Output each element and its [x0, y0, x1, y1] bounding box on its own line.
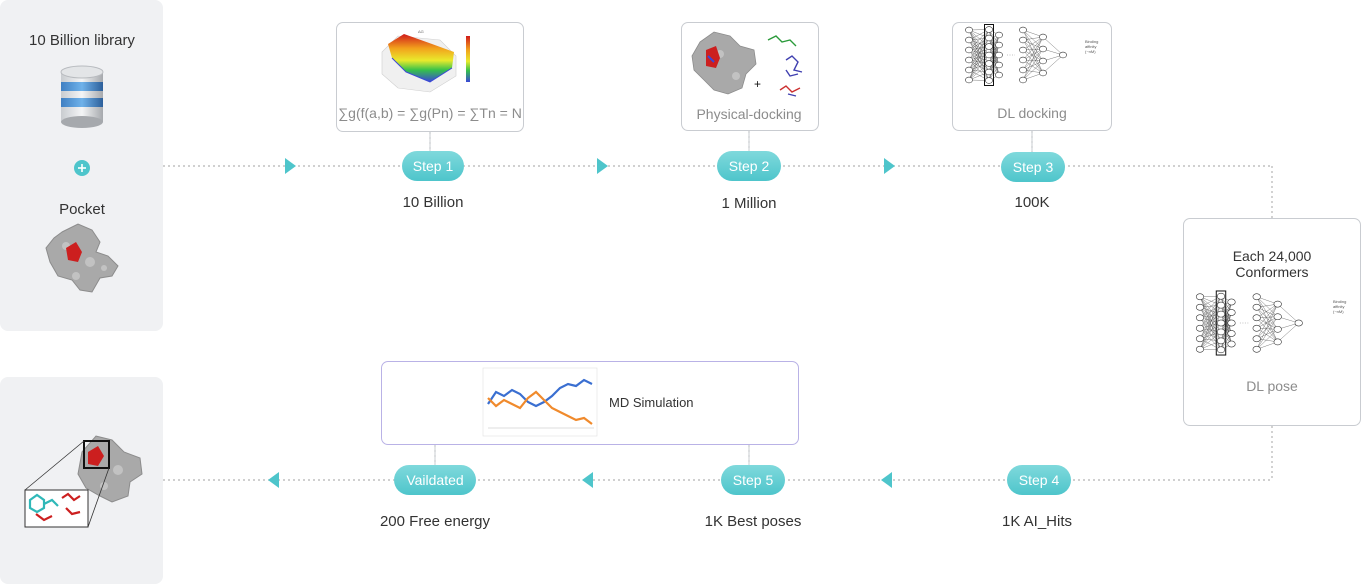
step2-label: Physical-docking — [696, 106, 802, 122]
step2-card — [681, 22, 819, 131]
arrow-left-icon — [268, 472, 279, 488]
protein-icon — [45, 223, 119, 293]
plus-icon — [74, 160, 90, 176]
arrow-left-icon — [582, 472, 593, 488]
step3-label: DL docking — [997, 105, 1067, 121]
dl-pose-title: Conformers — [1235, 264, 1309, 280]
arrow-right-icon — [884, 158, 895, 174]
validated-pill: Vaildated — [394, 465, 476, 495]
step3-pill: Step 3 — [1001, 152, 1065, 182]
nn-output-label: affinity — [1333, 304, 1345, 309]
step2-pill: Step 2 — [717, 151, 781, 181]
validated-count: 200 Free energy — [379, 513, 491, 530]
dl-pose-label: DL pose — [1246, 378, 1298, 394]
md-simulation-label: MD Simulation — [609, 395, 694, 410]
svg-text:ΔG: ΔG — [418, 29, 424, 34]
step3-count: 100K — [1014, 194, 1050, 211]
md-chart-icon — [482, 367, 598, 437]
arrow-right-icon — [285, 158, 296, 174]
protein-icon — [24, 435, 143, 528]
ligand-icon — [28, 492, 81, 522]
step1-count: 10 Billion — [402, 194, 464, 211]
step1-formula: ∑g(f(a,b) = ∑g(Pn) = ∑Tn = N — [338, 105, 522, 121]
protein-icon — [691, 31, 757, 95]
nn-output-label: Binding — [1333, 299, 1346, 304]
step4-count: 1K AI_Hits — [1001, 513, 1073, 530]
flow-arrows — [268, 158, 895, 488]
database-icon — [60, 65, 104, 128]
step5-pill: Step 5 — [721, 465, 785, 495]
nn-output-label: Binding — [1085, 39, 1098, 44]
step5-count: 1K Best poses — [704, 513, 802, 530]
nn-output-label: (~nM) — [1085, 49, 1096, 54]
step1-pill: Step 1 — [402, 151, 464, 181]
neural-network-icon — [1195, 290, 1303, 356]
flow-connectors — [163, 131, 1273, 481]
step4-pill: Step 4 — [1007, 465, 1071, 495]
neural-network-icon — [965, 24, 1067, 86]
step2-count: 1 Million — [721, 195, 777, 212]
ligand-icon — [767, 35, 803, 97]
flow-connector-solid — [429, 131, 1033, 466]
pocket-label: Pocket — [59, 201, 105, 218]
nn-output-label: affinity — [1085, 44, 1097, 49]
surface-plot-icon: ΔG — [381, 29, 470, 93]
library-label: 10 Billion library — [29, 32, 135, 49]
dl-pose-title: Each 24,000 — [1232, 248, 1312, 264]
nn-output-label: (~nM) — [1333, 309, 1344, 314]
arrow-left-icon — [881, 472, 892, 488]
arrow-right-icon — [597, 158, 608, 174]
step2-plus: + — [754, 77, 762, 91]
